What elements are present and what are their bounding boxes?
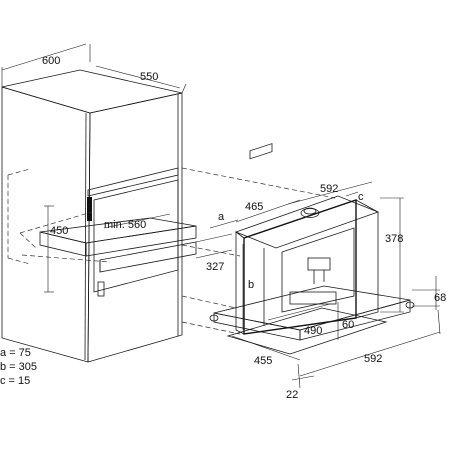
pull-out-shelf (39, 217, 197, 297)
dim-machine-depth: 465 (245, 201, 263, 213)
dim-b-label: b (248, 279, 254, 291)
dim-inner-depth: 490 (304, 325, 322, 337)
legend-item-b: b = 305 (0, 361, 37, 373)
legend: a = 75 b = 305 c = 15 (0, 347, 37, 387)
dim-machine-height: 378 (385, 233, 403, 245)
dim-cabinet-depth: 550 (140, 71, 158, 83)
installation-envelope (7, 167, 336, 335)
dimension-labels: 600 550 450 min. 560 a 327 592 c 465 378… (42, 55, 446, 401)
dim-c-label: c (358, 191, 364, 203)
dim-machine-width-top: 592 (320, 183, 338, 195)
dim-front-thickness: 22 (286, 389, 298, 401)
kitchen-cabinet (1, 69, 183, 363)
dim-a-label: a (218, 211, 225, 223)
built-in-machine (234, 143, 380, 335)
legend-item-a: a = 75 (0, 347, 31, 359)
dim-niche-height: 450 (50, 225, 68, 237)
dim-drawer-depth: 455 (254, 355, 272, 367)
dim-inner-gap: 60 (342, 319, 354, 331)
dim-min-depth: min. 560 (104, 219, 146, 231)
dim-drawer-height: 68 (434, 292, 446, 304)
legend-item-c: c = 15 (0, 375, 30, 387)
drawer-tray (209, 285, 415, 355)
dimension-lines (1, 43, 441, 389)
dim-cabinet-width: 600 (42, 55, 60, 67)
dim-opening-height: 327 (206, 261, 224, 273)
dim-machine-width-bottom: 592 (364, 353, 382, 365)
